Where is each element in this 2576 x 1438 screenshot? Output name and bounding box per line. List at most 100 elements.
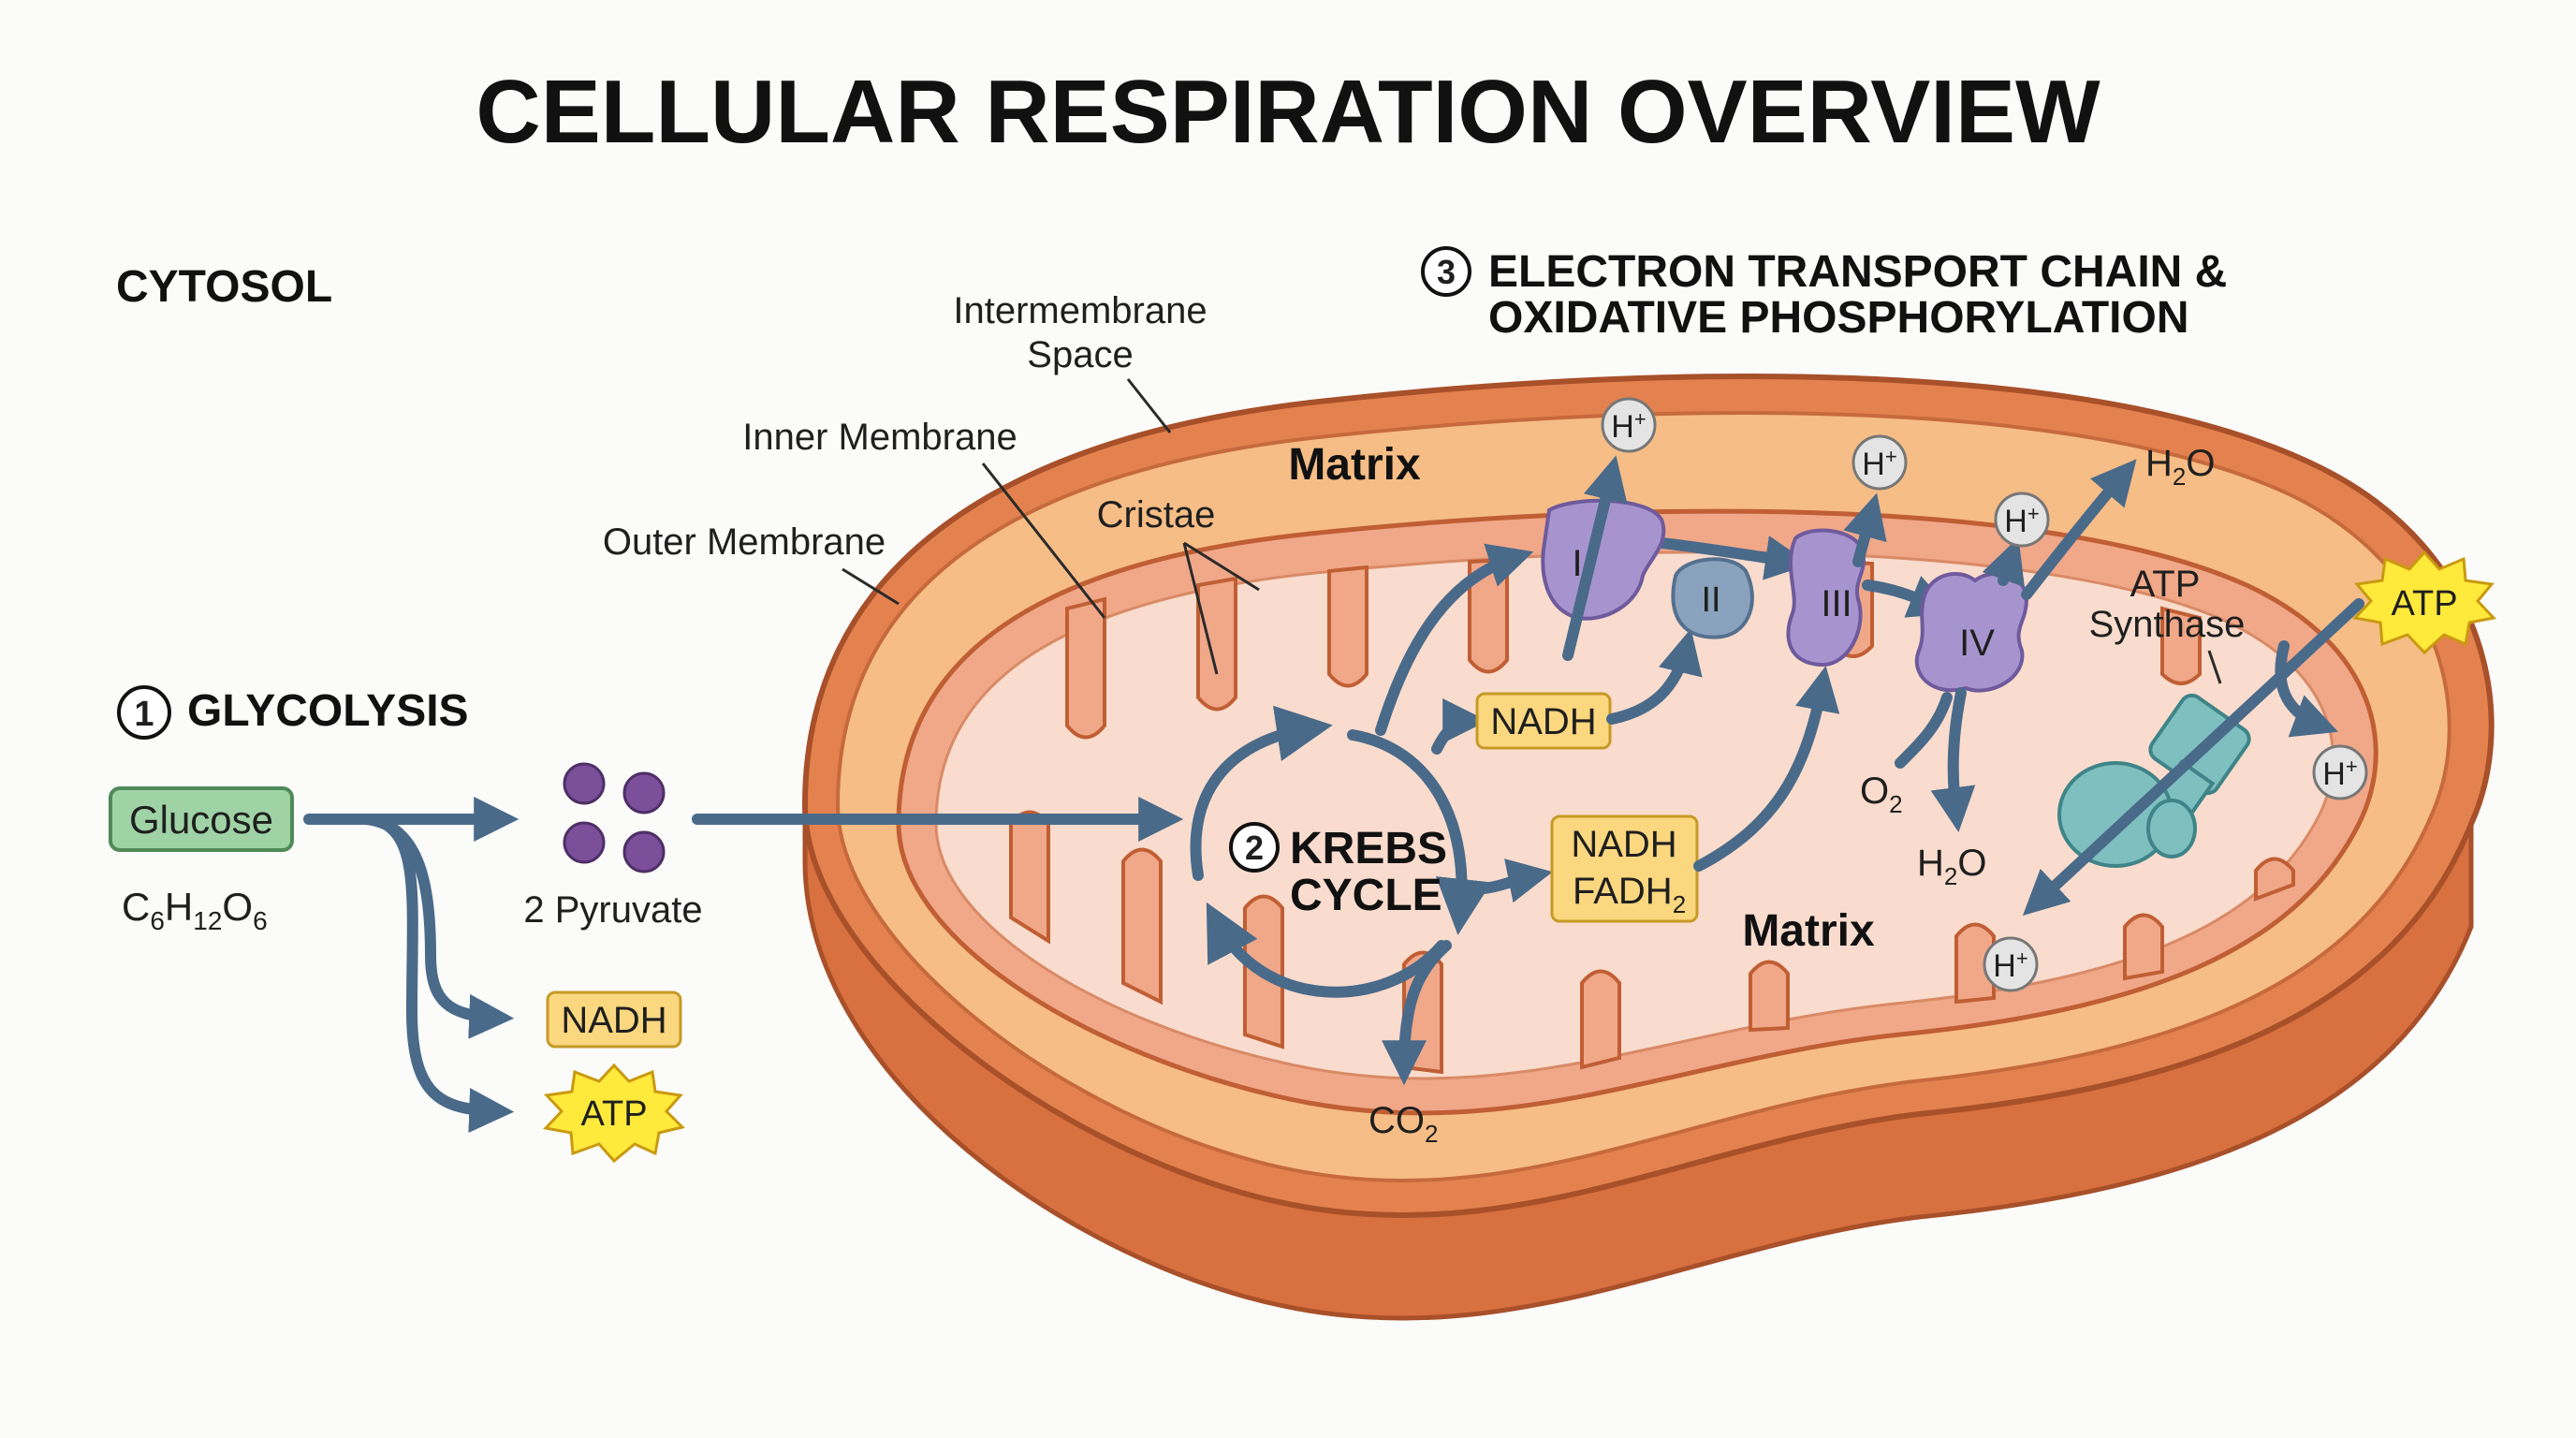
pyruvate-molecule: [563, 762, 606, 805]
glucose-to-nadh-arrow: [359, 814, 515, 1039]
proton-matrix: H+: [1983, 936, 2039, 992]
oxygen-to-complex-iv-arrow: [1895, 692, 1953, 769]
etc-atp-starburst: ATP: [2352, 550, 2496, 655]
pyruvate-molecule: [563, 821, 606, 864]
krebs-nadh-label: NADH: [1490, 701, 1596, 742]
glucose-label: Glucose: [129, 798, 273, 842]
inner-membrane-label: Inner Membrane: [742, 417, 1017, 458]
atp-starburst-icon: [543, 1063, 685, 1164]
intermembrane-label-line1: Intermembrane: [953, 290, 1207, 331]
glycolysis-step-number: 1: [134, 695, 154, 734]
svg-text:H+: H+: [1611, 407, 1646, 445]
fadh-to-complex-iii-arrow: [1693, 666, 1840, 872]
svg-text:H+: H+: [1862, 445, 1896, 482]
matrix-label-top: Matrix: [1288, 440, 1421, 490]
cristae-label: Cristae: [1097, 494, 1216, 536]
krebs-to-nadh-arrow: [1431, 698, 1488, 755]
etc-label-line2: OXIDATIVE PHOSPHORYLATION: [1488, 293, 2189, 343]
outer-membrane-label: Outer Membrane: [603, 521, 886, 563]
krebs-co2-label: CO2: [1368, 1100, 1438, 1148]
krebs-nadh-fadh-box: NADH FADH2: [1550, 814, 1699, 923]
etc-atp-label: ATP: [2391, 584, 2457, 624]
cristae-pointer-2: [1183, 541, 1260, 592]
cristae-top: [1065, 557, 2202, 740]
etc-label-line1: ELECTRON TRANSPORT CHAIN &: [1488, 247, 2227, 297]
glycolysis-step-heading: 1 GLYCOLYSIS: [117, 685, 469, 740]
etc-heading: 3 ELECTRON TRANSPORT CHAIN & OXIDATIVE P…: [1421, 246, 2227, 343]
glycolysis-atp-starburst: ATP: [543, 1063, 685, 1164]
pyruvate-label: 2 Pyruvate: [523, 889, 702, 931]
complex-ii: II: [1671, 557, 1754, 639]
glucose-to-atp-arrow: [369, 814, 515, 1134]
pyruvate-molecules: [563, 762, 666, 873]
complex-iii-proton-pump-arrow: [1843, 492, 1887, 567]
complex-iii-label: III: [1821, 583, 1852, 624]
krebs-cycle: 2 KREBS CYCLE: [1190, 705, 1492, 998]
krebs-fadh-label: FADH2: [1573, 871, 1686, 918]
atp-synthase-head-right: [2146, 799, 2197, 858]
proton-complex-i: H+: [1601, 397, 1657, 453]
step-number-circle: [117, 685, 171, 740]
matrix-label-center: Matrix: [1742, 906, 1875, 956]
complex-iv-label: IV: [1959, 623, 1995, 664]
intermembrane-pointer: [1126, 378, 1172, 433]
complex-iv-proton-pump-arrow: [1982, 536, 2025, 588]
glycolysis-label: GLYCOLYSIS: [187, 686, 469, 736]
complex-i-label: I: [1572, 543, 1582, 584]
atp-starburst-icon: [2352, 550, 2496, 655]
complex-ii-label: II: [1701, 580, 1720, 620]
complex-iv: IV: [1915, 571, 2029, 693]
pyruvate-molecule: [622, 771, 666, 814]
krebs-to-fadh-arrow: [1464, 858, 1553, 903]
step-number-circle: [1229, 822, 1280, 873]
svg-text:H+: H+: [2322, 755, 2357, 792]
etc-to-h2o-top-arrow: [2021, 459, 2137, 600]
glycolysis-nadh-label: NADH: [561, 1000, 666, 1041]
proton-icon: [1983, 936, 2039, 992]
proton-complex-iv: H+: [1994, 492, 2050, 548]
inner-membrane-pointer: [981, 462, 1106, 619]
glycolysis-atp-label: ATP: [580, 1094, 647, 1134]
proton-icon: [2312, 744, 2368, 800]
cristae-bottom: [1009, 810, 2295, 1075]
oxygen-label: O2: [1860, 770, 1903, 818]
proton-complex-iii: H+: [1852, 434, 1908, 491]
proton-through-synthase-arrow: [2022, 598, 2364, 917]
proton-icon: [1852, 434, 1908, 491]
krebs-to-complex-i-arrow: [1375, 543, 1534, 736]
water-bottom-label: H2O: [1917, 843, 1986, 890]
complex-i: I: [1541, 498, 1666, 621]
krebs-label-line2: CYCLE: [1290, 871, 1442, 920]
page-title: CELLULAR RESPIRATION OVERVIEW: [476, 62, 2100, 162]
proton-icon: [1994, 492, 2050, 548]
complex-i-proton-pump-arrow: [1562, 455, 1628, 661]
proton-icon: [1601, 397, 1657, 453]
step-number-circle: [1421, 246, 1471, 297]
krebs-nadh-box: NADH: [1475, 692, 1612, 750]
krebs-cycle-arrow-bottom: [1206, 902, 1447, 998]
krebs-cycle-arrow-right: [1347, 729, 1492, 935]
complex-iv-to-water-arrow: [1930, 687, 1976, 833]
krebs-to-co2-arrow: [1382, 940, 1452, 1086]
krebs-nadh2-label: NADH: [1571, 824, 1676, 865]
krebs-label-line1: KREBS: [1290, 824, 1447, 873]
cytosol-label: CYTOSOL: [116, 262, 332, 312]
svg-text:H+: H+: [2004, 502, 2039, 539]
atp-synthase-label-line2: Synthase: [2089, 604, 2246, 645]
glucose-formula: C6H12O6: [122, 885, 268, 935]
etc-step-number: 3: [1437, 253, 1456, 291]
krebs-cycle-arrow-top: [1190, 705, 1333, 881]
pyruvate-molecule: [622, 830, 666, 873]
outer-membrane-pointer: [842, 567, 900, 606]
complex-iii: III: [1786, 528, 1866, 668]
atp-synthase-label-line1: ATP: [2130, 564, 2201, 605]
atp-synthase-pointer: [2207, 650, 2222, 684]
synthase-to-proton-arrow: [2275, 640, 2338, 738]
intermembrane-label-line2: Space: [1027, 334, 1133, 375]
proton-intermembrane-right: H+: [2312, 744, 2368, 800]
complex-i-to-iii-arrow: [1656, 536, 1811, 580]
water-top-label: H2O: [2145, 443, 2215, 491]
glycolysis-nadh-box: NADH: [546, 990, 682, 1049]
cristae-pointer-1: [1182, 542, 1219, 675]
